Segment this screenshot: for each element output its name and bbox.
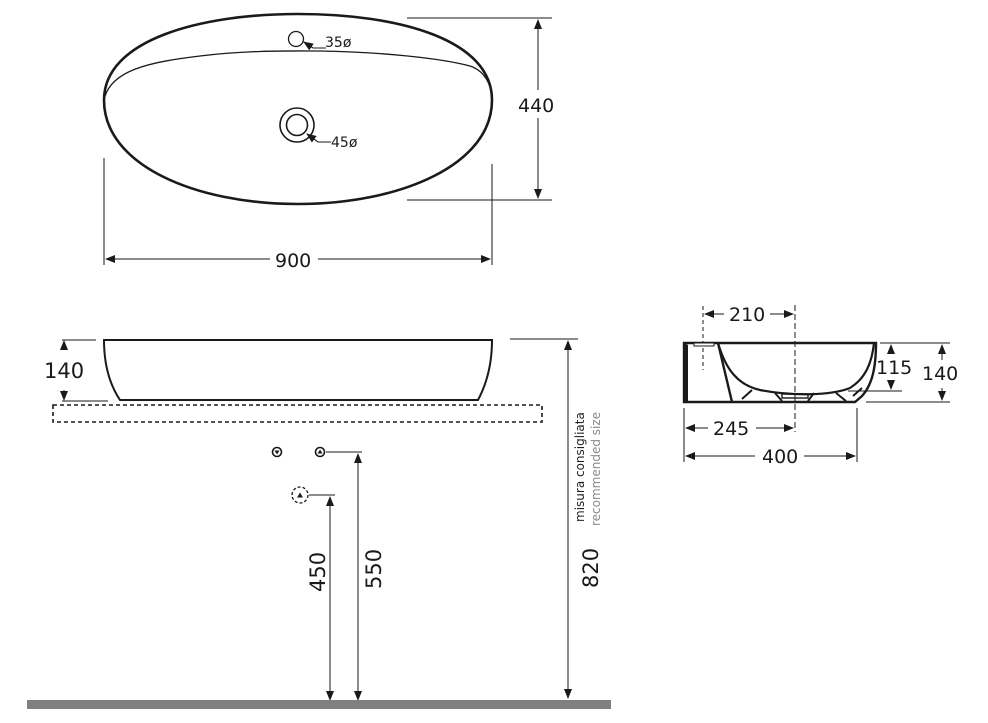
side-height-label: 140 xyxy=(922,363,958,385)
floor-line xyxy=(27,700,611,709)
recommended-note-it: misura consigliata xyxy=(573,412,587,522)
counter-height-label: 820 xyxy=(579,548,603,588)
basin-inner-rim xyxy=(103,50,493,101)
tap-hole-label: 35ø xyxy=(325,35,352,51)
bowl-depth-label: 115 xyxy=(876,357,912,379)
tap-offset-label: 210 xyxy=(729,304,765,326)
waste-outlet-icon xyxy=(291,486,309,504)
waste-height-label: 550 xyxy=(362,549,386,589)
drain-outer-icon xyxy=(279,107,315,143)
hot-water-supply-icon xyxy=(271,446,283,458)
tap-hole-icon xyxy=(287,30,305,48)
basin-outline-front xyxy=(102,339,494,401)
cold-water-supply-icon xyxy=(314,446,326,458)
basin-outline-top xyxy=(102,12,494,206)
basin-inner-bowl xyxy=(716,342,876,396)
basin-height-label: 140 xyxy=(44,359,84,383)
depth-dimension-label: 440 xyxy=(518,95,554,117)
basin-outline-side xyxy=(682,341,878,404)
side-view: 210 245 400 115 140 xyxy=(682,304,958,468)
drain-label: 45ø xyxy=(331,135,358,151)
width-dimension-label: 900 xyxy=(275,250,311,272)
countertop-outline xyxy=(52,404,543,423)
drain-offset-label: 245 xyxy=(713,418,749,440)
side-depth-label: 400 xyxy=(762,446,798,468)
recommended-note-en: recommended size xyxy=(589,412,603,526)
top-view: 35ø 45ø 440 900 xyxy=(102,12,554,272)
front-view: 140 820 misura consigliata recommended s… xyxy=(27,338,611,709)
drain-inner-icon xyxy=(285,113,309,137)
drain-height-label: 450 xyxy=(306,552,330,592)
